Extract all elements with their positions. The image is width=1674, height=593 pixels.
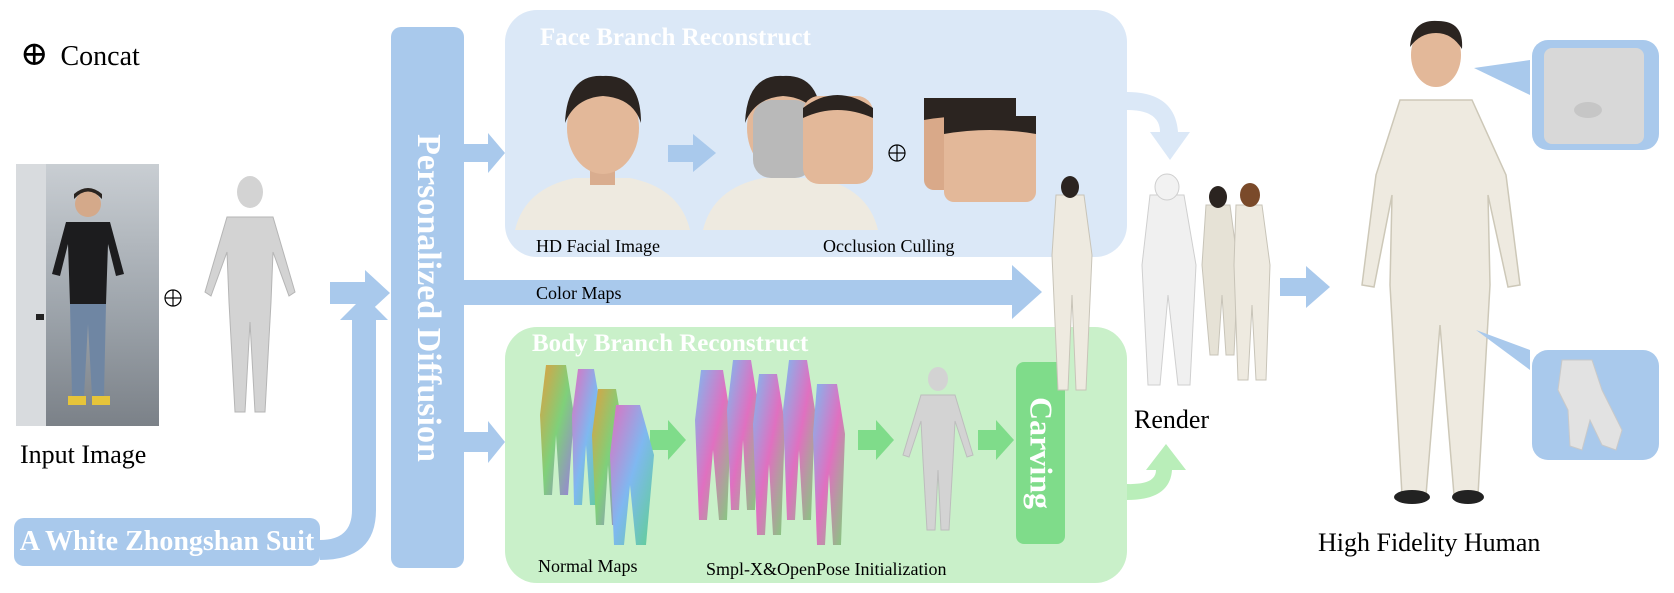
arrow-color-maps bbox=[464, 265, 1042, 319]
input-image-label: Input Image bbox=[20, 440, 147, 469]
face-mesh-icon bbox=[1544, 48, 1644, 144]
arrow-render-to-output bbox=[1280, 266, 1330, 308]
smplx-openpose-figure bbox=[695, 360, 845, 545]
arrow-diffusion-to-body bbox=[464, 421, 505, 463]
normal-maps-figure bbox=[540, 365, 654, 545]
hd-face-figure bbox=[515, 75, 690, 230]
normal-maps-label: Normal Maps bbox=[538, 556, 638, 576]
concat-symbol-face bbox=[888, 144, 906, 162]
personalized-diffusion-label: Personalized Diffusion bbox=[409, 133, 447, 462]
arrow-face-to-render bbox=[1127, 92, 1190, 160]
concat-symbol: ⊕ bbox=[20, 36, 49, 73]
face-detail-thumbnail bbox=[1532, 40, 1659, 150]
arrow-body-inner-1 bbox=[650, 420, 686, 460]
init-mesh-figure bbox=[902, 367, 974, 531]
concat-label: Concat bbox=[60, 41, 140, 72]
occlusion-face-figure bbox=[703, 75, 878, 230]
color-maps-label: Color Maps bbox=[536, 283, 622, 303]
high-fidelity-human-label: High Fidelity Human bbox=[1318, 528, 1541, 557]
render-label: Render bbox=[1134, 405, 1210, 434]
arrow-face-inner bbox=[668, 134, 716, 172]
body-branch-title: Body Branch Reconstruct bbox=[532, 330, 809, 357]
culled-face-pieces-figure bbox=[924, 98, 1036, 202]
hd-facial-image-label: HD Facial Image bbox=[536, 236, 660, 256]
callout-pointers bbox=[1474, 60, 1530, 370]
text-prompt-box: A White Zhongshan Suit bbox=[14, 518, 320, 566]
person-silhouette-icon bbox=[16, 164, 124, 426]
input-photo bbox=[16, 164, 159, 426]
hand-detail-thumbnail bbox=[1532, 350, 1659, 460]
hand-mesh-icon bbox=[1557, 359, 1623, 451]
arrow-body-inner-3 bbox=[978, 420, 1014, 460]
output-human-figure bbox=[1361, 20, 1521, 504]
render-figures bbox=[1051, 173, 1271, 391]
smplx-openpose-init-label: Smpl-X&OpenPose Initialization bbox=[706, 559, 947, 579]
carving-block: Carving bbox=[1016, 362, 1065, 544]
concat-legend: ⊕ Concat bbox=[20, 38, 140, 73]
smpl-mesh-figure bbox=[204, 176, 296, 413]
personalized-diffusion-block: Personalized Diffusion bbox=[391, 27, 464, 568]
face-branch-title: Face Branch Reconstruct bbox=[540, 24, 811, 51]
arrow-diffusion-to-face bbox=[464, 133, 505, 173]
arrow-body-inner-2 bbox=[858, 420, 894, 460]
arrow-body-to-render bbox=[1127, 444, 1186, 500]
occlusion-culling-label: Occlusion Culling bbox=[823, 236, 955, 256]
arrow-prompt-to-diffusion bbox=[320, 296, 388, 560]
arrow-input-to-diffusion bbox=[330, 270, 390, 316]
concat-symbol-input bbox=[164, 289, 182, 307]
